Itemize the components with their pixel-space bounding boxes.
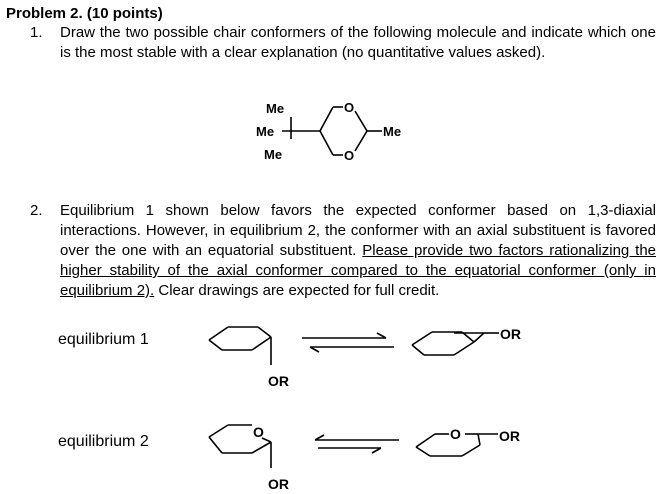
- eq2-right-substituent: OR: [499, 428, 520, 444]
- question-2-number: 2.: [30, 202, 43, 219]
- eq2-equilibrium-arrows: [314, 434, 399, 454]
- eq1-equilibrium-arrows: [302, 332, 394, 353]
- equilibrium-1-label: equilibrium 1: [58, 331, 149, 348]
- question-2-text-end: Clear drawings are expected for full cre…: [154, 282, 440, 299]
- equilibrium-2-label: equilibrium 2: [58, 433, 149, 450]
- question-1-number: 1.: [30, 24, 43, 41]
- eq1-right-substituent: OR: [500, 326, 521, 342]
- eq2-left-ring-oxygen: O: [253, 424, 264, 440]
- methyl-label-left: Me: [256, 124, 274, 139]
- eq2-left-substituent: OR: [268, 476, 289, 492]
- oxygen-label-bottom: O: [344, 148, 354, 163]
- eq1-left-chair: [208, 326, 272, 365]
- methyl-label-right: Me: [383, 124, 401, 139]
- problem-title: Problem 2. (10 points): [6, 5, 163, 22]
- question-2-text-underlined: Please provide two factors rationalizing…: [60, 242, 657, 299]
- question-2-text: Equilibrium 1 shown below favors the exp…: [60, 201, 656, 301]
- oxygen-label-top: O: [344, 100, 354, 115]
- eq1-left-substituent: OR: [268, 373, 289, 389]
- eq2-right-chair: [415, 433, 498, 457]
- methyl-label-top: Me: [266, 101, 284, 116]
- question-1-text: Draw the two possible chair conformers o…: [60, 24, 656, 61]
- eq2-left-chair: [208, 424, 272, 468]
- eq1-right-chair: [411, 331, 499, 356]
- eq2-right-ring-oxygen: O: [450, 426, 461, 442]
- question-2-text-plain: Equilibrium 1 shown below favors the exp…: [60, 202, 656, 259]
- methyl-label-bottom: Me: [264, 147, 282, 162]
